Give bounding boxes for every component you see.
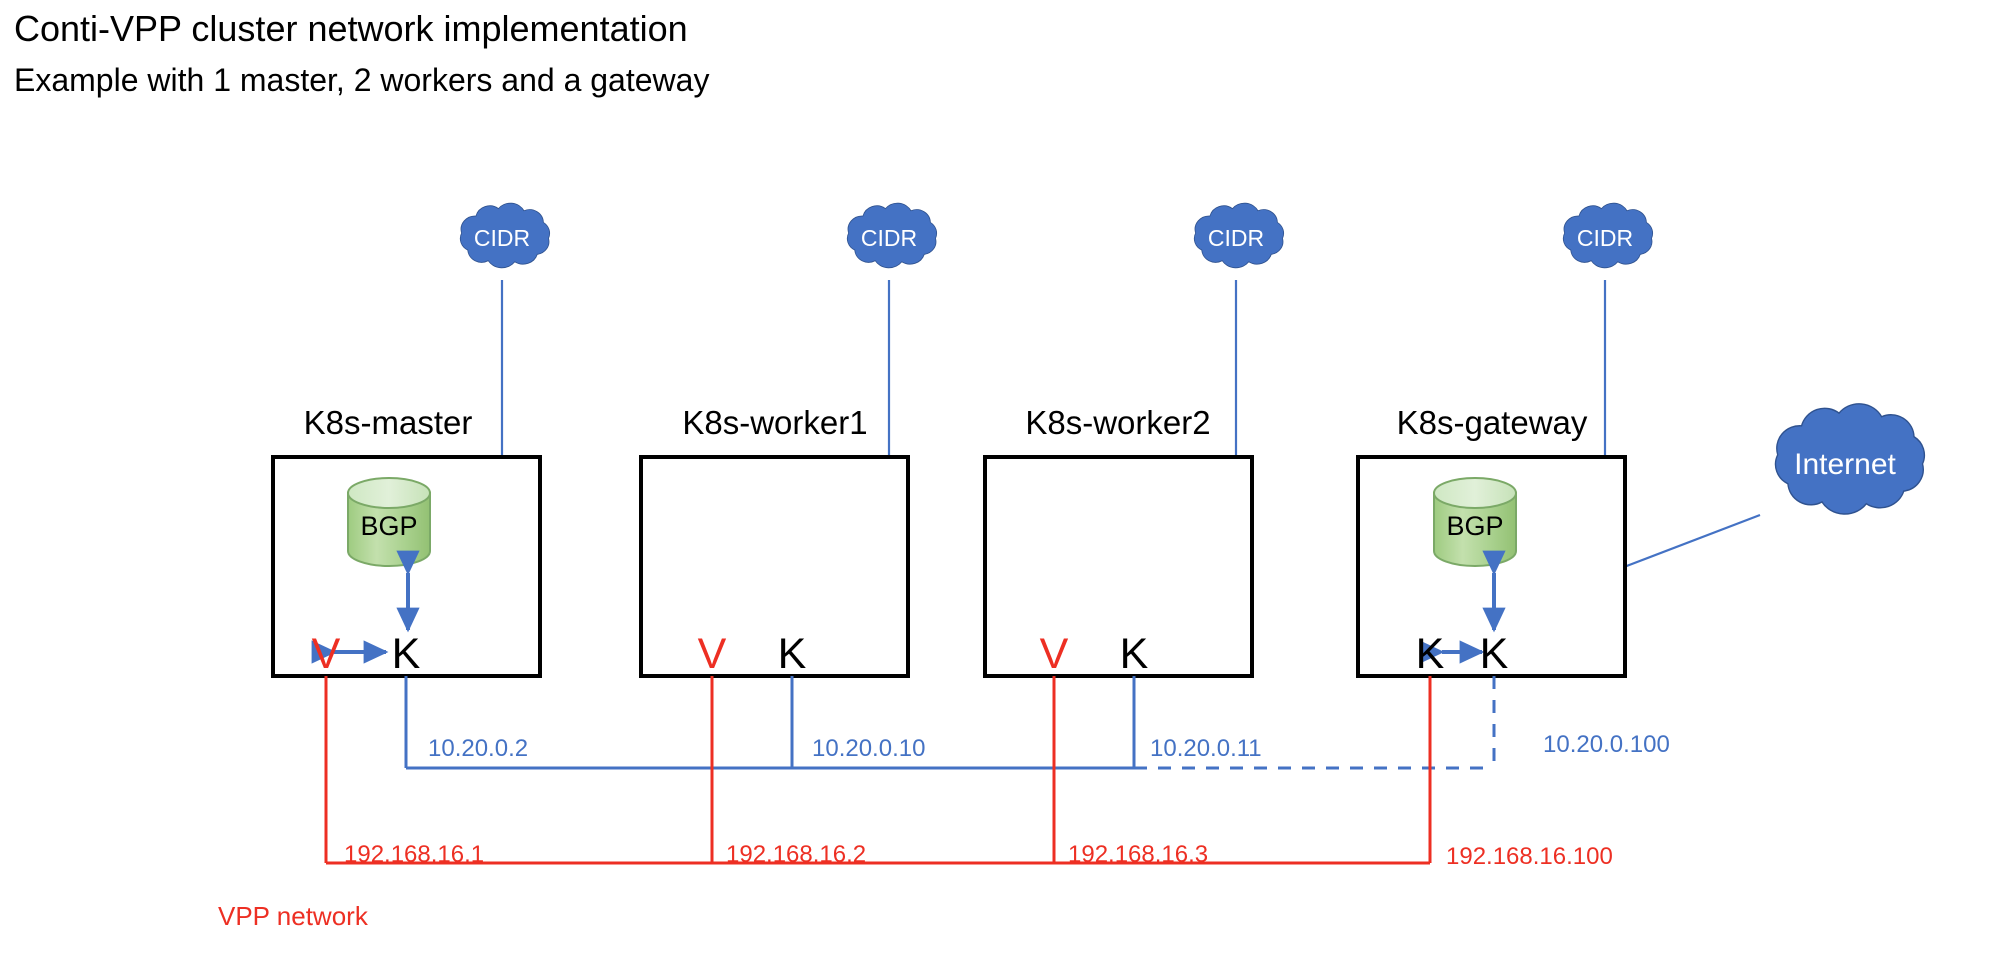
vpp-ip-master: 192.168.16.1 bbox=[344, 841, 484, 868]
cidr-cloud-group-worker2: CIDR bbox=[1193, 202, 1285, 269]
internet-cloud-label: Internet bbox=[1794, 448, 1896, 481]
vpp-ip-gateway: 192.168.16.100 bbox=[1446, 843, 1613, 870]
kube-letter-left: K bbox=[1416, 630, 1445, 678]
vpp-letter: V bbox=[312, 630, 341, 678]
node-title: K8s-worker2 bbox=[1025, 404, 1210, 441]
internet-cloud-group: Internet bbox=[1774, 403, 1926, 515]
cidr-cloud-group-gateway: CIDR bbox=[1562, 202, 1654, 269]
node-box[interactable] bbox=[639, 455, 910, 678]
cidr-cloud-label: CIDR bbox=[1208, 225, 1264, 251]
vpp-letter: V bbox=[1040, 630, 1069, 678]
vpp-ip-worker2: 192.168.16.3 bbox=[1068, 841, 1208, 868]
node-box[interactable] bbox=[983, 455, 1254, 678]
page-title: Conti-VPP cluster network implementation bbox=[14, 8, 688, 49]
cidr-cloud-label: CIDR bbox=[1577, 225, 1633, 251]
node-k8s-worker1[interactable]: K8s-worker1 V K bbox=[639, 404, 910, 678]
vpp-ip-worker1: 192.168.16.2 bbox=[726, 841, 866, 868]
node-k8s-worker2[interactable]: K8s-worker2 V K bbox=[983, 404, 1254, 678]
bgp-cylinder: BGP bbox=[1433, 477, 1517, 567]
cluster-ip-master: 10.20.0.2 bbox=[428, 735, 528, 762]
cluster-ip-worker1: 10.20.0.10 bbox=[812, 735, 925, 762]
kube-letter: K bbox=[778, 630, 807, 678]
bgp-label: BGP bbox=[1446, 511, 1503, 541]
node-title: K8s-gateway bbox=[1397, 404, 1588, 441]
kube-letter: K bbox=[392, 630, 421, 678]
bgp-label: BGP bbox=[360, 511, 417, 541]
page-subtitle: Example with 1 master, 2 workers and a g… bbox=[14, 62, 710, 98]
cluster-ip-worker2: 10.20.0.11 bbox=[1150, 735, 1262, 762]
cluster-ip-gateway: 10.20.0.100 bbox=[1543, 731, 1670, 758]
node-k8s-master[interactable]: K8s-master BGP V K bbox=[271, 404, 542, 678]
node-k8s-gateway[interactable]: K8s-gateway BGP K K bbox=[1356, 404, 1627, 678]
cidr-cloud-group-master: CIDR bbox=[459, 202, 551, 269]
internet-link bbox=[1623, 513, 1761, 569]
vpp-network-label: VPP network bbox=[218, 901, 369, 931]
kube-letter-right: K bbox=[1480, 630, 1509, 678]
cidr-cloud-label: CIDR bbox=[861, 225, 917, 251]
cidr-cloud-label: CIDR bbox=[474, 225, 530, 251]
kube-letter: K bbox=[1120, 630, 1149, 678]
vpp-letter: V bbox=[698, 630, 727, 678]
cidr-cloud-group-worker1: CIDR bbox=[846, 202, 938, 269]
node-title: K8s-worker1 bbox=[682, 404, 867, 441]
bgp-cylinder: BGP bbox=[347, 477, 431, 567]
node-title: K8s-master bbox=[304, 404, 473, 441]
